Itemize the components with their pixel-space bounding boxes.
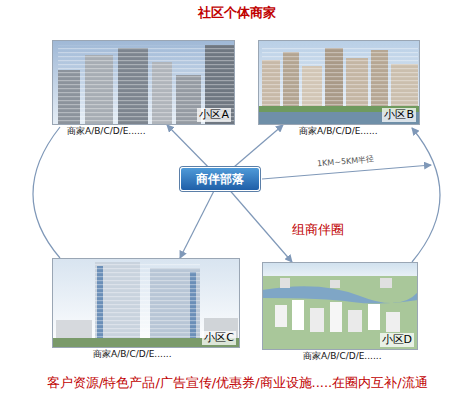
circle-arcs-part <box>412 128 440 262</box>
photo-a-part <box>52 40 235 125</box>
photo-b <box>258 40 420 125</box>
radius-arrow-part <box>262 165 431 179</box>
estate-name: 小区B <box>382 108 416 122</box>
photo-d-part <box>275 305 287 327</box>
link-arrow <box>180 191 214 258</box>
photo-d-part <box>292 300 304 330</box>
photo-d-part <box>386 312 400 332</box>
photo-a-part <box>58 45 234 125</box>
link-arrow <box>167 125 208 167</box>
merchant-list: 商家A/B/C/D/E...... <box>67 126 146 137</box>
photo-d-part <box>262 286 418 303</box>
link-arrow <box>234 125 283 167</box>
link-arrow <box>230 191 292 262</box>
photo-d-part <box>380 278 392 288</box>
photo-c-part <box>95 262 200 348</box>
photo-a <box>52 40 235 125</box>
radius-label: 1KM~5KM半径 <box>317 155 375 169</box>
radius-arrow <box>262 165 431 179</box>
bottom-note: 客户资源/特色产品/广告宣传/优惠券/商业设施.....在圈内互补/流通 <box>47 375 428 391</box>
photo-d-part <box>310 308 324 332</box>
photo-d-part <box>348 310 362 332</box>
photo-d-part <box>330 302 342 332</box>
photo-box: 小区A商家A/B/C/D/E...... <box>52 40 235 125</box>
diagram-title: 社区个体商家 <box>198 4 276 22</box>
photo-c-part <box>52 258 240 348</box>
photo-b-part <box>262 48 418 110</box>
circle-label: 组商伴圈 <box>292 222 344 238</box>
merchant-list: 商家A/B/C/D/E...... <box>93 349 172 360</box>
circle-arcs <box>33 127 440 262</box>
photo-box: 小区C商家A/B/C/D/E...... <box>52 258 240 348</box>
circle-arcs-part <box>33 127 60 258</box>
merchant-list: 商家A/B/C/D/E...... <box>299 126 378 137</box>
estate-name: 小区C <box>202 331 236 345</box>
photo-box: 小区B商家A/B/C/D/E...... <box>258 40 420 125</box>
photo-b-part <box>258 40 420 125</box>
estate-name: 小区A <box>197 108 231 122</box>
photo-d-part <box>262 262 418 276</box>
photo-d-part <box>262 262 418 350</box>
photo-d-part <box>330 280 340 288</box>
platform-box: 商伴部落 <box>180 167 260 191</box>
photo-box: 小区D商家A/B/C/D/E...... <box>262 262 418 350</box>
photo-d-part <box>280 278 290 288</box>
merchant-list: 商家A/B/C/D/E...... <box>303 351 382 362</box>
photo-c <box>52 258 240 348</box>
photo-d-part <box>368 304 380 330</box>
platform-name: 商伴部落 <box>196 171 244 188</box>
estate-name: 小区D <box>380 333 414 347</box>
photo-d <box>262 262 418 350</box>
